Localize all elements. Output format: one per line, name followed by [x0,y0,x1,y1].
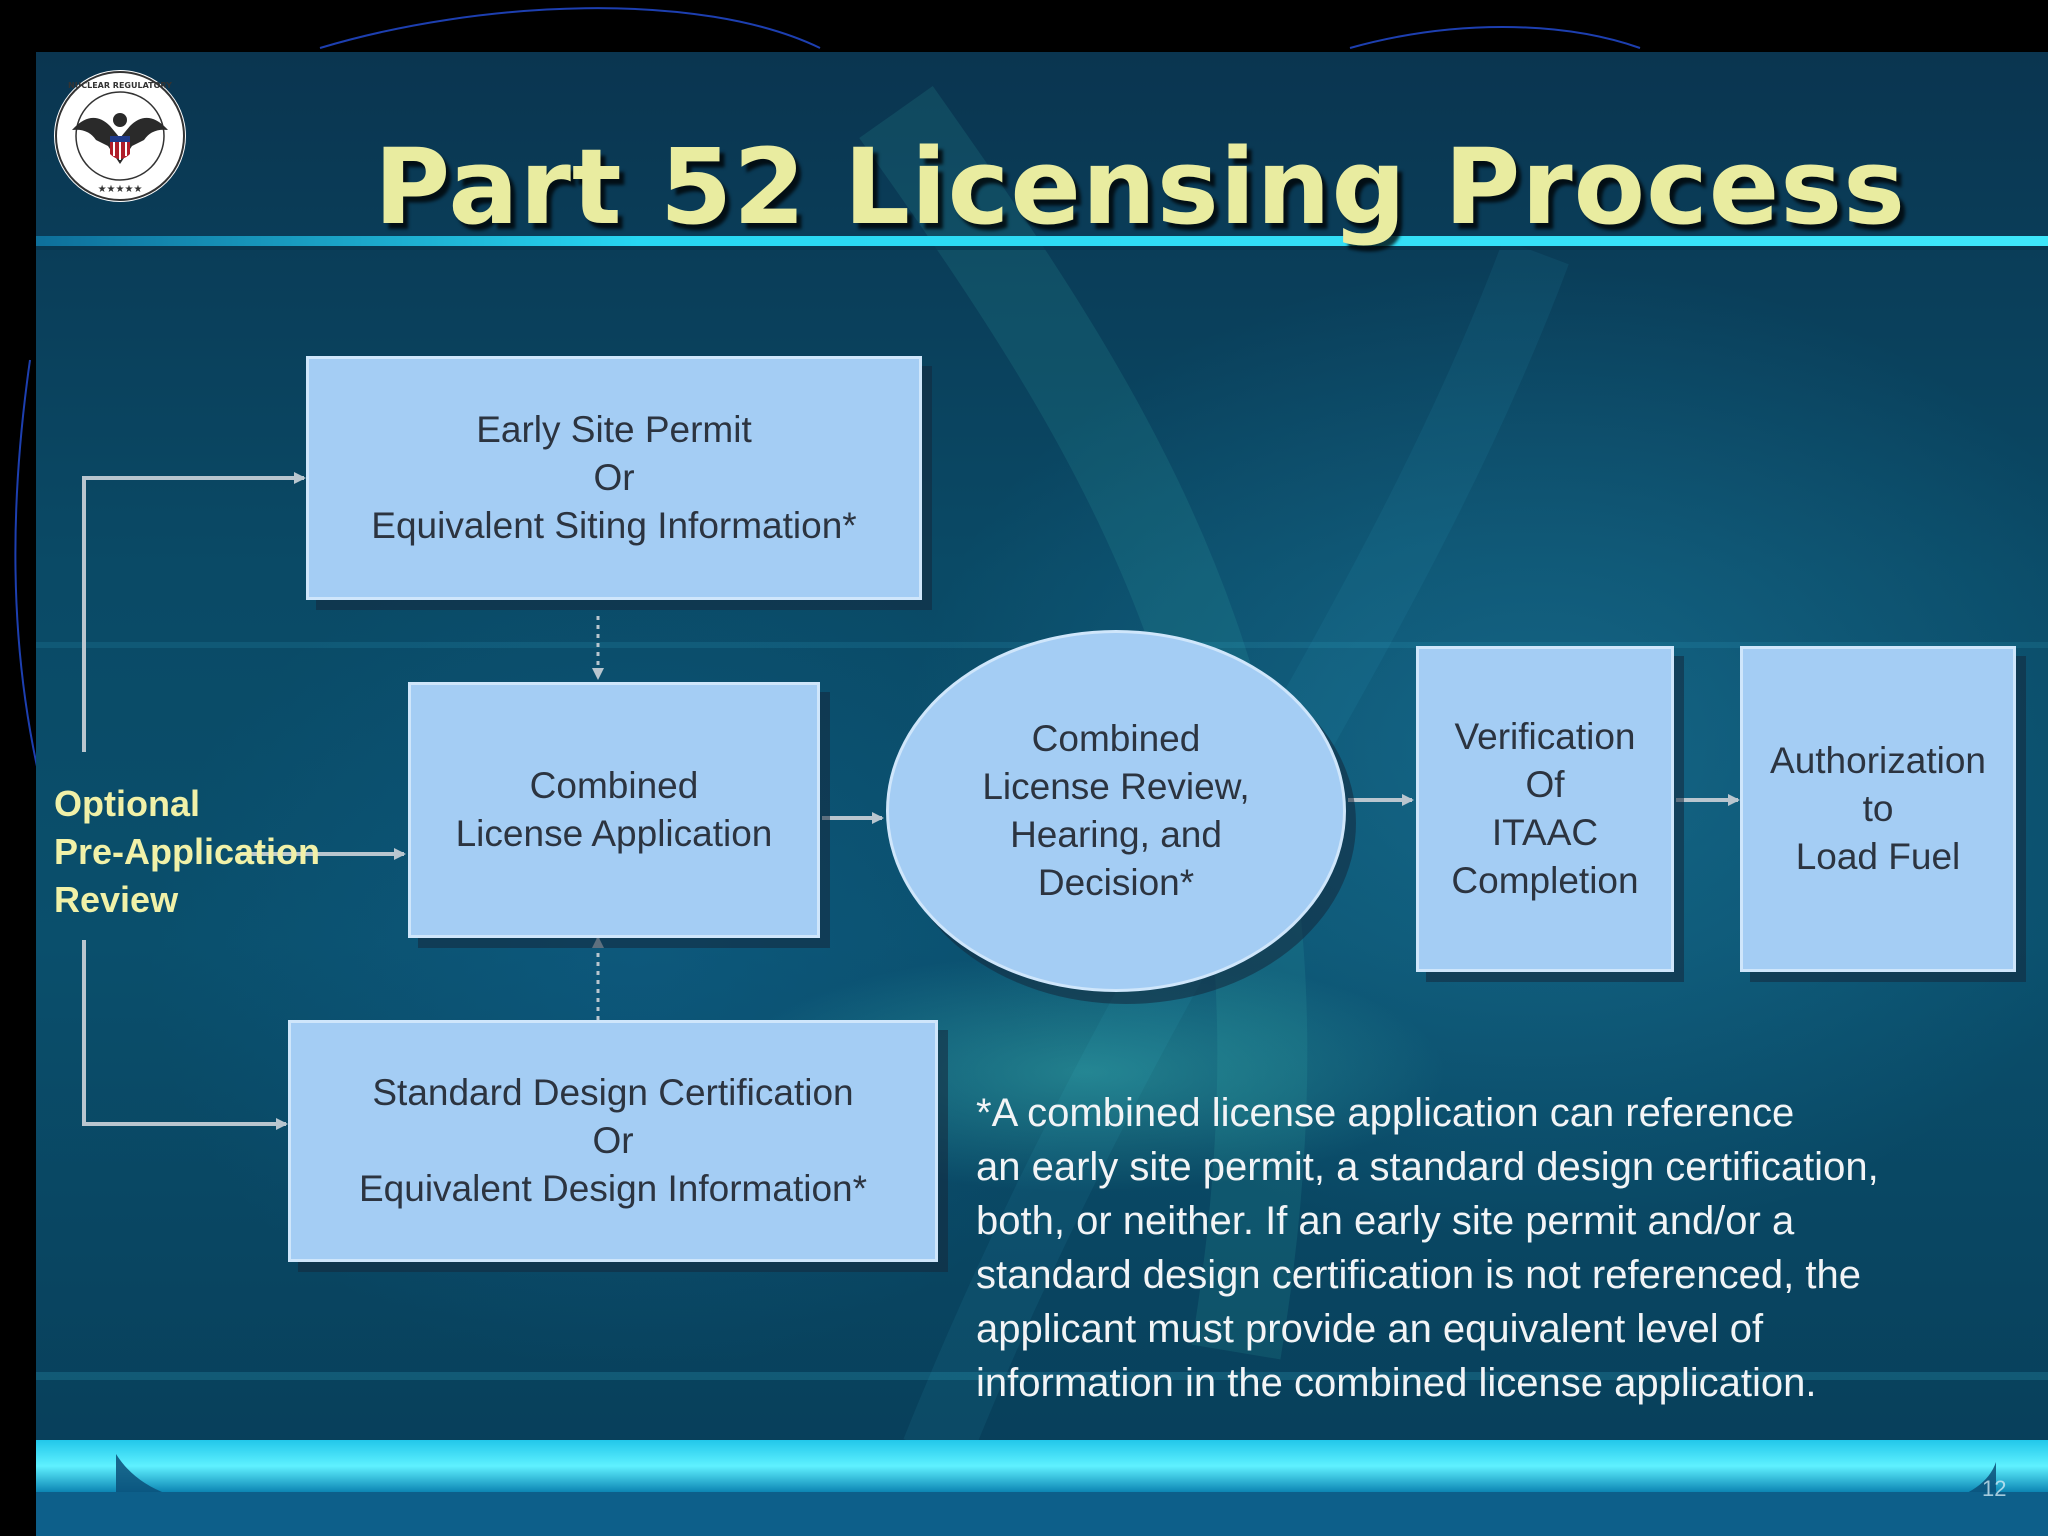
svg-text:★★★★★: ★★★★★ [98,184,143,195]
node-text: to [1862,788,1894,829]
node-text: Early Site Permit [476,409,752,450]
node-text: Combined [529,765,699,806]
node-text: ITAAC [1491,812,1599,853]
footnote-line: standard design certification is not ref… [976,1253,1861,1297]
node-text: Equivalent Design Information* [358,1168,867,1209]
node-text: Authorization [1770,740,1986,781]
node-text: Standard Design Certification [372,1072,854,1113]
optional-pre-application-review-label: Optional Pre-Application Review [54,780,320,924]
footnote-line: *A combined license application can refe… [976,1091,1795,1135]
svg-text:NUCLEAR REGULATORY: NUCLEAR REGULATORY [68,81,172,90]
connector-layer [82,472,1740,1130]
node-text: License Review, [982,766,1250,807]
node-text: Equivalent Siting Information* [371,505,857,546]
node-text: Or [592,1120,634,1161]
footnote: *A combined license application can refe… [976,1086,2046,1410]
footnote-line: information in the combined license appl… [976,1361,1817,1405]
edge-review-to-early-site [82,472,306,752]
node-text: Load Fuel [1795,836,1961,877]
node-text: Decision* [1037,862,1195,903]
early-site-permit-box: Early Site Permit Or Equivalent Siting I… [306,356,922,600]
side-label-line: Pre-Application [54,831,321,872]
node-text: License Application [455,813,773,854]
authorization-load-fuel-box: Authorization to Load Fuel [1740,646,2016,972]
verification-itaac-box: Verification Of ITAAC Completion [1416,646,1674,972]
slide-title: Part 52 Licensing Process [374,126,1907,248]
combined-license-application-box: Combined License Application [408,682,820,938]
node-text: Or [593,457,635,498]
combined-license-review-oval: Combined License Review, Hearing, and De… [886,630,1346,992]
edge-review-to-design-cert [82,940,288,1130]
node-text: Combined [1031,718,1201,759]
footnote-line: an early site permit, a standard design … [976,1145,1879,1189]
side-label-line: Optional [54,783,200,824]
node-text: Verification [1454,716,1636,757]
standard-design-certification-box: Standard Design Certification Or Equival… [288,1020,938,1262]
node-text: Completion [1451,860,1639,901]
page-number: 12 [1982,1476,2007,1501]
node-text: Hearing, and [1010,814,1222,855]
side-label-line: Review [54,879,179,920]
footnote-line: both, or neither. If an early site permi… [976,1199,1795,1243]
slide: NUCLEAR REGULATORY ★★★★★ Part 52 Licensi… [36,52,2048,1536]
footnote-line: applicant must provide an equivalent lev… [976,1307,1764,1351]
node-text: Of [1525,764,1565,805]
nrc-seal-logo: NUCLEAR REGULATORY ★★★★★ [54,70,186,202]
